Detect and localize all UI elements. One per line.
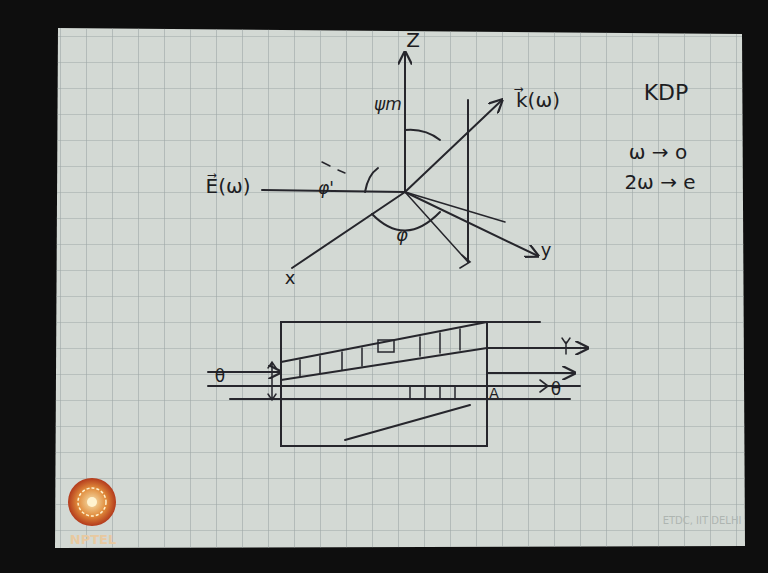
vector-label: E⃗(ω) [206, 176, 251, 196]
axes-figure [262, 52, 538, 268]
crystal-name: KDP [644, 82, 689, 104]
watermark: ETDC, IIT DELHI [663, 516, 742, 526]
crystal-figure [208, 322, 588, 446]
note: ω → o [629, 142, 687, 162]
angle-label: ψm [374, 96, 402, 113]
vector-label: k⃗(ω) [516, 90, 560, 110]
axis-label: x [285, 269, 296, 287]
angle-label: θ [551, 381, 561, 398]
angle-label: θ [215, 368, 225, 385]
point-label: A [489, 386, 499, 400]
graph-grid [55, 28, 745, 548]
note: 2ω → e [624, 172, 695, 192]
nptel-logo [68, 478, 116, 526]
angle-label: φ' [318, 180, 334, 197]
angle-label: φ [396, 226, 408, 244]
axis-label: y [541, 241, 552, 259]
logo-text: NPTEL [70, 533, 116, 546]
axis-label: Z [406, 30, 420, 50]
paper [55, 28, 745, 548]
